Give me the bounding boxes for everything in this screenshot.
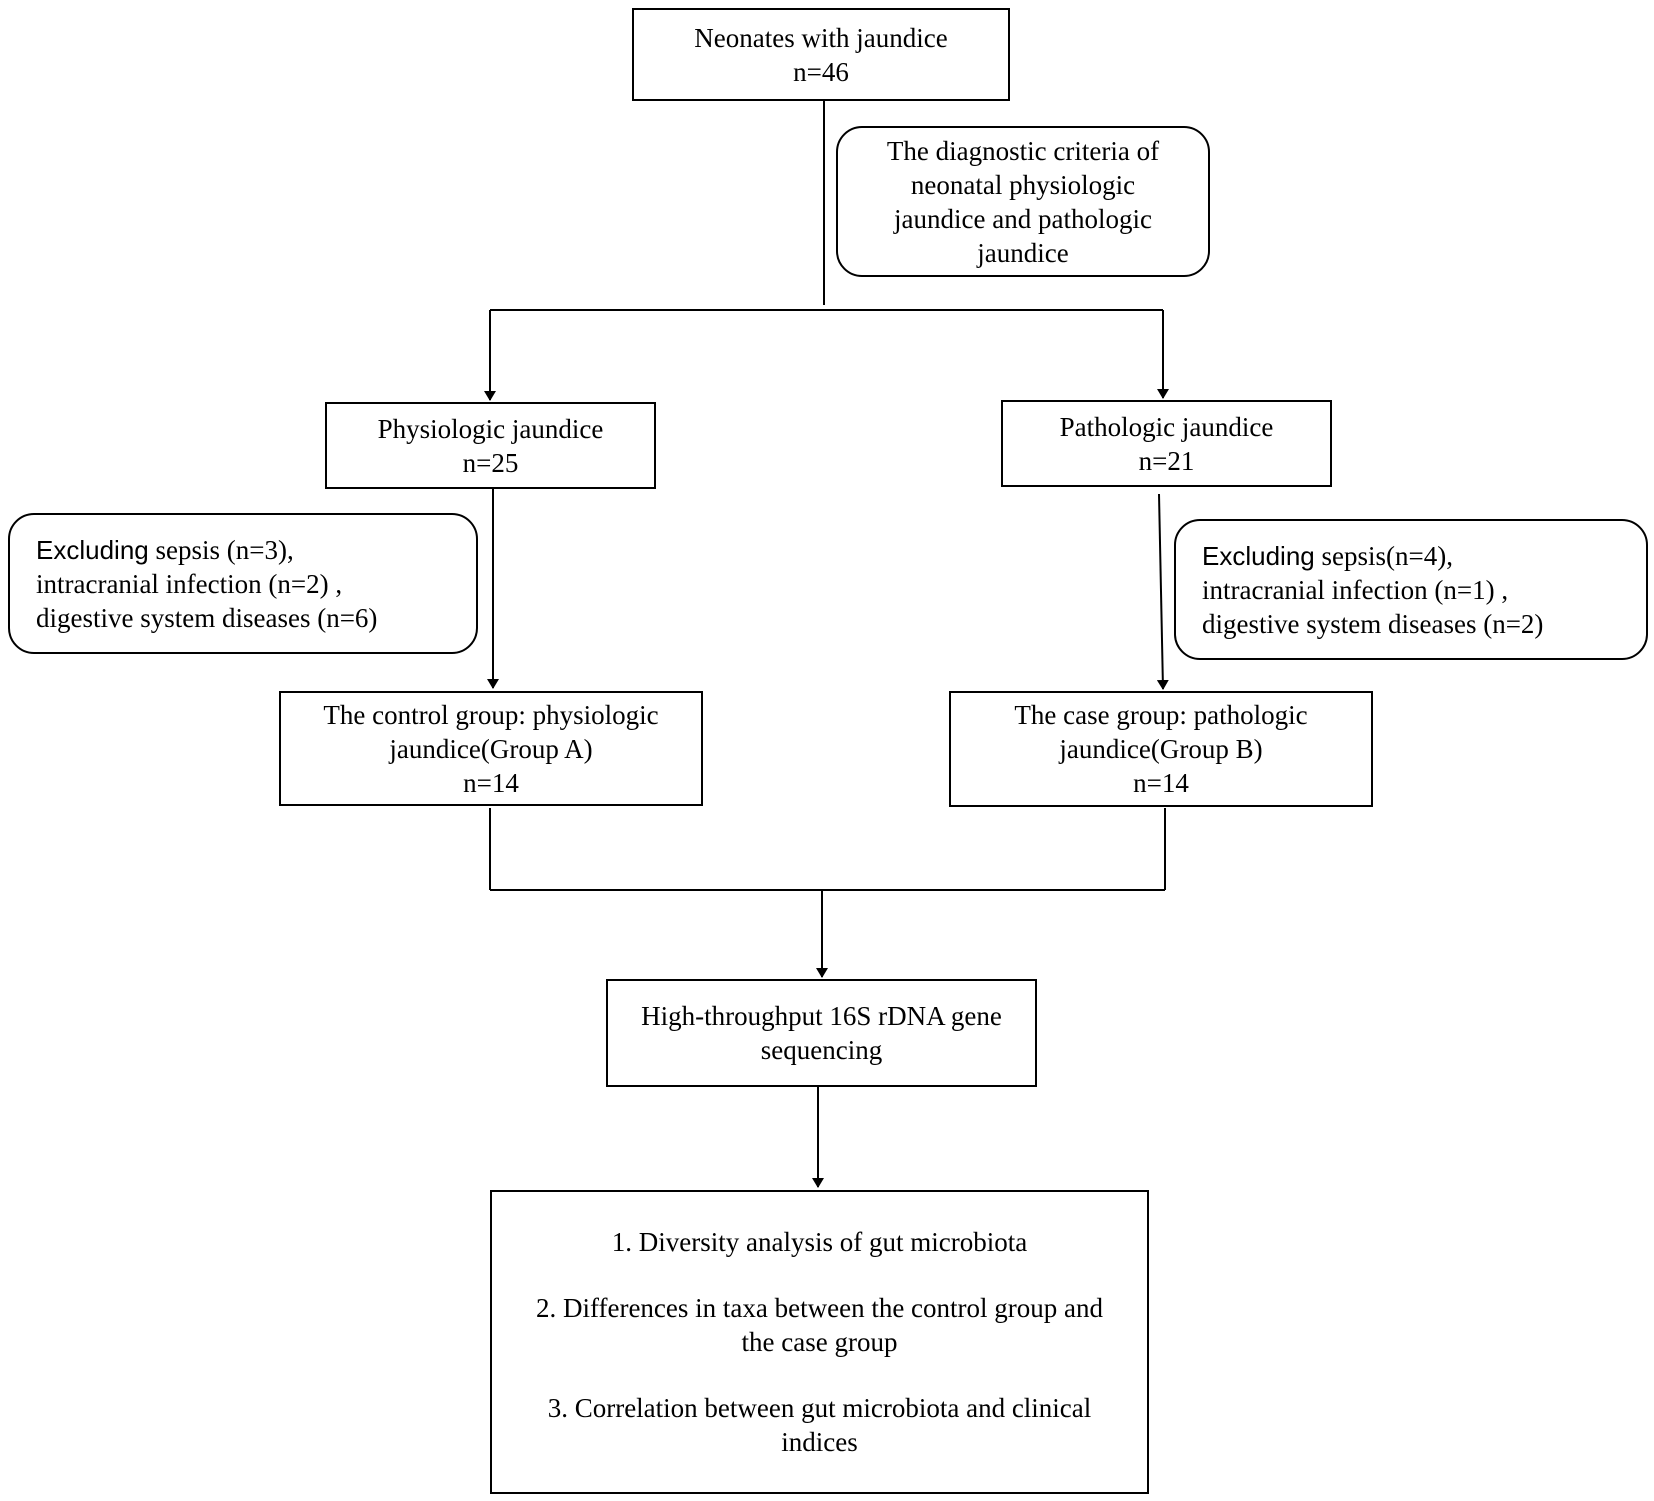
control-group-line-2: jaundice(Group A) xyxy=(389,733,593,764)
exclusion-left-sepsis: sepsis (n=3), xyxy=(148,534,294,565)
criteria-line-3: jaundice and pathologic xyxy=(894,203,1152,234)
exclusion-right-line-1: Excluding sepsis(n=4), xyxy=(1202,539,1453,573)
exclusion-right-line-2: intracranial infection (n=1) , xyxy=(1202,574,1509,605)
arrow-to-case-group xyxy=(1156,493,1169,690)
exclusion-right-box: Excluding sepsis(n=4), intracranial infe… xyxy=(1174,519,1648,660)
case-group-line-2: jaundice(Group B) xyxy=(1059,734,1263,764)
outcome-item-2: 2. Differences in taxa between the contr… xyxy=(536,1291,1103,1359)
pathologic-count: n=21 xyxy=(1138,445,1195,476)
exclusion-left-box: Excluding sepsis (n=3), intracranial inf… xyxy=(8,513,478,654)
case-group-line-1: The case group: pathologic xyxy=(1014,700,1308,730)
exclusion-right-line-3: digestive system diseases (n=2) xyxy=(1202,608,1544,639)
criteria-line-2: neonatal physiologic xyxy=(910,169,1136,200)
control-group-box: The control group: physiologic jaundice(… xyxy=(279,691,703,806)
physiologic-count: n=25 xyxy=(462,447,519,478)
sequencing-line-2: sequencing xyxy=(760,1035,883,1065)
start-title: Neonates with jaundice xyxy=(694,22,948,53)
exclusion-right-keyword: Excluding xyxy=(1202,540,1315,571)
pathologic-title: Pathologic jaundice xyxy=(1059,411,1274,442)
exclusion-left-line-2: intracranial infection (n=2) , xyxy=(36,568,343,599)
exclusion-left-line-3: digestive system diseases (n=6) xyxy=(36,602,378,633)
physiologic-title: Physiologic jaundice xyxy=(377,413,604,444)
outcome-item-1: 1. Diversity analysis of gut microbiota xyxy=(611,1227,1028,1257)
criteria-line-1: The diagnostic criteria of xyxy=(886,135,1160,166)
sequencing-box: High-throughput 16S rDNA gene sequencing xyxy=(606,979,1037,1087)
outcome-item-2-line-1: 2. Differences in taxa between the contr… xyxy=(535,1293,1104,1323)
outcome-item-2-line-2: the case group xyxy=(741,1327,898,1357)
start-count: n=46 xyxy=(793,56,849,87)
sequencing-line-1: High-throughput 16S rDNA gene xyxy=(641,1001,1002,1031)
outcomes-box: 1. Diversity analysis of gut microbiota … xyxy=(490,1190,1149,1494)
criteria-line-4: jaundice xyxy=(977,237,1069,268)
control-group-count: n=14 xyxy=(463,767,519,798)
exclusion-left-keyword: Excluding xyxy=(36,534,149,565)
exclusion-right-sepsis: sepsis(n=4), xyxy=(1314,540,1453,571)
outcome-item-3-line-1: 3. Correlation between gut microbiota an… xyxy=(547,1393,1092,1423)
physiologic-box: Physiologic jaundice n=25 xyxy=(325,402,656,489)
outcome-item-3-line-2: indices xyxy=(781,1427,858,1457)
case-group-count: n=14 xyxy=(1133,768,1189,798)
outcome-item-3: 3. Correlation between gut microbiota an… xyxy=(548,1391,1092,1459)
pathologic-box: Pathologic jaundice n=21 xyxy=(1001,400,1332,487)
criteria-box: The diagnostic criteria of neonatal phys… xyxy=(836,126,1210,277)
case-group-box: The case group: pathologic jaundice(Grou… xyxy=(949,691,1373,807)
control-group-line-1: The control group: physiologic xyxy=(323,699,659,730)
exclusion-left-line-1: Excluding sepsis (n=3), xyxy=(36,533,294,567)
start-box: Neonates with jaundice n=46 xyxy=(632,8,1010,101)
